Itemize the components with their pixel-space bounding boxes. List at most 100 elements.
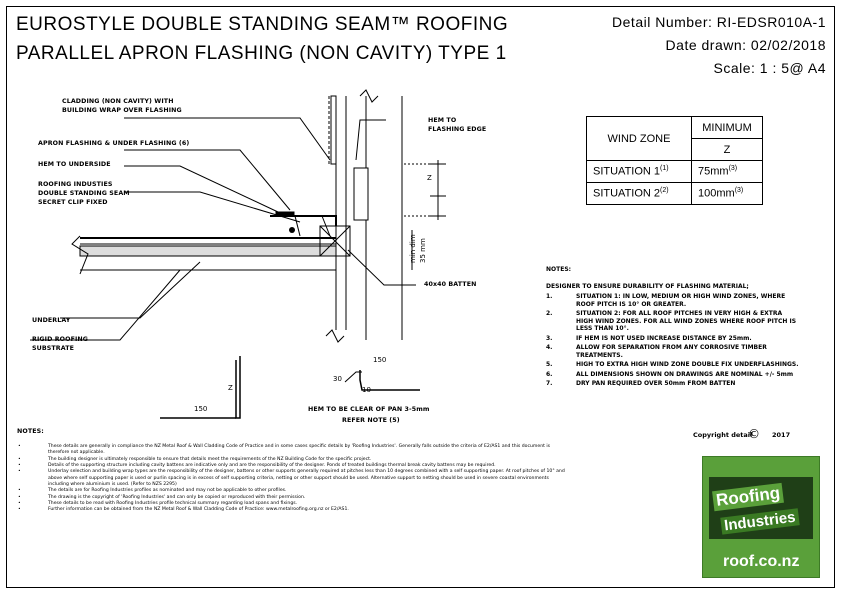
- note-number: 4.: [546, 344, 553, 351]
- notes-intro: DESIGNER TO ENSURE DURABILITY OF FLASHIN…: [546, 283, 749, 290]
- profile-hem: [344, 371, 362, 383]
- label-hem-under: HEM TO UNDERSIDE: [38, 161, 111, 168]
- label-underlay: UNDERLAY: [32, 317, 71, 324]
- list-item: • The building designer is ultimately res…: [18, 457, 566, 463]
- note-text: DRY PAN REQUIRED OVER 50mm FROM BATTEN: [576, 380, 736, 387]
- list-item: • These details are generally in complian…: [18, 444, 566, 457]
- situation-value: 75mm: [698, 165, 729, 178]
- under-flashing-upstand: [353, 167, 369, 221]
- list-item: • Further information can be obtained fro…: [18, 507, 566, 513]
- notes-bottom-heading: NOTES:: [17, 428, 44, 435]
- roofing-industries-logo: Roofing Industries roof.co.nz: [702, 456, 820, 578]
- date-drawn: Date drawn: 02/02/2018: [665, 37, 826, 53]
- list-item: • The details are for Roofing Industries …: [18, 488, 566, 494]
- copyright-symbol: ©: [748, 427, 760, 441]
- title-line-2: PARALLEL APRON FLASHING (NON CAVITY) TYP…: [16, 43, 507, 64]
- note-text: The details are for Roofing Industries p…: [48, 488, 287, 494]
- leader-hem-flash: [355, 119, 386, 161]
- list-item: • Details of the supporting structure inc…: [18, 463, 566, 469]
- label-hem-clear-2: REFER NOTE (5): [342, 417, 400, 424]
- note-text: Underlay selection and building wrap typ…: [48, 469, 565, 487]
- label-seam-2: DOUBLE STANDING SEAM: [38, 190, 130, 197]
- notes-bottom: • These details are generally in complian…: [18, 444, 566, 514]
- label-min-dim-2: 35 mm: [419, 238, 427, 263]
- hem-underside: [275, 211, 295, 217]
- note-number: 2.: [546, 310, 553, 317]
- list-item: • These details to be read with Roofing I…: [18, 501, 566, 507]
- value-ref: (3): [728, 165, 738, 173]
- leader-apron: [124, 149, 291, 211]
- break-mark-left: [71, 235, 89, 275]
- note-text: HIGH TO EXTRA HIGH WIND ZONE DOUBLE FIX …: [576, 361, 799, 368]
- label-hem-flash-2: FLASHING EDGE: [428, 126, 487, 133]
- situation-ref: (1): [660, 165, 669, 173]
- note-bullet: •: [18, 507, 21, 513]
- drawing-frame: [6, 6, 835, 588]
- label-dim-30: 30: [333, 375, 342, 383]
- label-apron: APRON FLASHING & UNDER FLASHING (6): [38, 140, 190, 147]
- leader-seam: [124, 191, 301, 223]
- label-substrate-2: SUBSTRATE: [32, 345, 75, 352]
- label-min-dim-1: min dim: [409, 234, 417, 263]
- label-seam-3: SECRET CLIP FIXED: [38, 199, 108, 206]
- label-z: Z: [427, 174, 432, 182]
- label-dim-150-b: 150: [373, 356, 387, 364]
- leader-hem: [124, 165, 279, 213]
- situation-label: SITUATION 2: [593, 187, 661, 200]
- batten-cross-2: [319, 225, 351, 257]
- label-dim-150-a: 150: [194, 405, 208, 413]
- leader-cladding: [124, 117, 331, 161]
- note-bullet: •: [18, 469, 21, 475]
- label-hem-clear-1: HEM TO BE CLEAR OF PAN 3-5mm: [308, 406, 430, 413]
- fixing-head: [289, 227, 295, 233]
- apron-flashing: [270, 215, 337, 226]
- notes-heading: NOTES:: [546, 266, 572, 273]
- situation-ref: (2): [660, 187, 669, 195]
- list-item: 3. IF HEM IS NOT USED INCREASE DISTANCE B…: [546, 335, 801, 343]
- note-text: Details of the supporting structure incl…: [48, 462, 496, 468]
- note-text: The drawing is the copyright of 'Roofing…: [48, 494, 306, 500]
- leader-substrate: [30, 269, 181, 341]
- cladding: [330, 95, 337, 165]
- note-text: These details are generally in complianc…: [48, 444, 551, 456]
- list-item: 5.HIGH TO EXTRA HIGH WIND ZONE DOUBLE FI…: [546, 361, 801, 369]
- title-line-1: EUROSTYLE DOUBLE STANDING SEAM™ ROOFING: [16, 14, 509, 35]
- situation-label: SITUATION 1: [593, 165, 661, 178]
- list-item: 6.ALL DIMENSIONS SHOWN ON DRAWINGS ARE N…: [546, 371, 801, 379]
- list-item: • Underlay selection and building wrap ty…: [18, 469, 566, 488]
- list-item: 4.ALLOW FOR SEPARATION FROM ANY CORROSIV…: [546, 344, 801, 359]
- list-item: 2. SITUATION 2: FOR ALL ROOF PITCHES IN V…: [546, 310, 801, 333]
- note-bullet: •: [18, 456, 21, 462]
- list-item: 1.SITUATION 1: IN LOW, MEDIUM OR HIGH WI…: [546, 293, 801, 308]
- note-number: 6.: [546, 370, 553, 378]
- detail-number: Detail Number: RI-EDSR010A-1: [612, 14, 826, 30]
- label-cladding-2: BUILDING WRAP OVER FLASHING: [62, 107, 182, 114]
- seam-clip: [294, 215, 301, 237]
- note-number: 7.: [546, 380, 553, 387]
- label-z-profile: Z: [228, 384, 233, 392]
- break-mark-bottom: [325, 329, 345, 343]
- note-bullet: •: [18, 500, 21, 506]
- note-text: Further information can be obtained from…: [48, 507, 349, 513]
- copyright-text: Copyright detail: [693, 431, 753, 439]
- logo-url: roof.co.nz: [723, 553, 800, 570]
- profile-upstand: [235, 356, 241, 419]
- value-ref: (3): [734, 187, 744, 195]
- label-substrate-1: RIGID ROOFING: [32, 336, 89, 343]
- wind-zone-table: WIND ZONE MINIMUM Z SITUATION 1(1) 75mm(…: [586, 116, 763, 205]
- situation-value: 100mm: [698, 187, 735, 200]
- table-row: SITUATION 2(2) 100mm(3): [586, 182, 763, 205]
- note-text: These details to be read with Roofing In…: [48, 500, 298, 506]
- batten: [319, 225, 351, 257]
- break-mark-top: [359, 89, 379, 103]
- note-bullet: •: [18, 488, 21, 494]
- note-bullet: •: [18, 444, 21, 449]
- note-bullet: •: [18, 462, 21, 468]
- label-seam-1: ROOFING INDUSTIES: [38, 181, 113, 188]
- note-text: IF HEM IS NOT USED INCREASE DISTANCE BY …: [576, 334, 752, 342]
- notes-right: NOTES: DESIGNER TO ENSURE DURABILITY OF …: [546, 266, 801, 390]
- note-text: SITUATION 2: FOR ALL ROOF PITCHES IN VER…: [576, 310, 797, 332]
- note-text: The building designer is ultimately resp…: [48, 456, 372, 462]
- note-number: 3.: [546, 334, 553, 342]
- leader-underlay: [60, 261, 201, 319]
